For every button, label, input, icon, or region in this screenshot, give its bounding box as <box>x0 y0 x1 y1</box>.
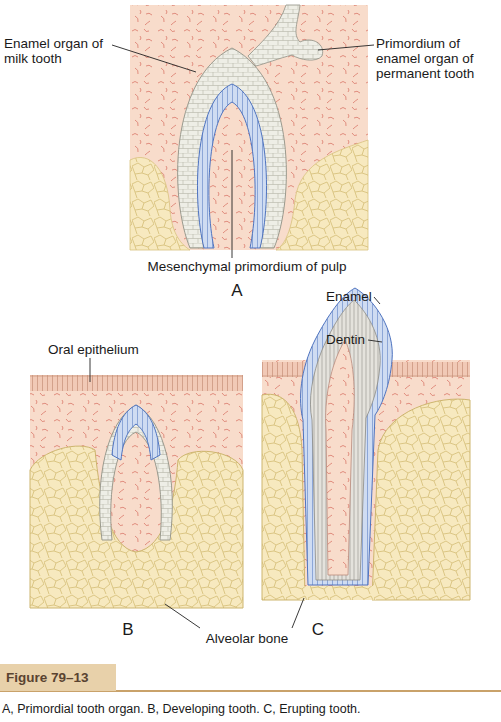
enamel-cap <box>112 405 160 460</box>
leader-line <box>318 45 374 50</box>
pulp <box>326 340 355 575</box>
structure-label: Oral epithelium <box>48 342 178 357</box>
alveolar-bone <box>300 586 376 600</box>
connective-tissue <box>30 375 243 608</box>
structure-label: Dentin <box>326 332 386 347</box>
oral-epithelium <box>386 362 470 377</box>
leader-line <box>90 358 91 382</box>
structure-label: Primordium of enamel organ of permanent … <box>376 36 494 81</box>
leader-line <box>374 297 380 304</box>
panel-letter: B <box>113 622 143 637</box>
developing-bone <box>276 140 368 250</box>
structure-label: Mesenchymal primordium of pulp <box>117 259 377 274</box>
figure-number-box: Figure 79–13 <box>0 664 116 691</box>
enamel-layer <box>301 288 393 585</box>
leader-line <box>112 45 196 72</box>
dental-lamina <box>248 5 323 66</box>
enamel-organ <box>100 405 173 540</box>
structure-label: Enamel <box>326 289 386 304</box>
oral-epithelium <box>30 375 243 391</box>
structure-label: Alveolar bone <box>182 631 312 646</box>
leader-line <box>232 150 233 258</box>
structure-label: Enamel organ of milk tooth <box>4 36 104 66</box>
connective-tissue <box>130 5 368 250</box>
leader-line <box>165 604 200 628</box>
figure-number: Figure 79–13 <box>0 670 89 685</box>
alveolar-bone <box>372 399 470 600</box>
leader-line <box>292 598 304 628</box>
panel-letter: A <box>222 283 252 298</box>
figure-caption: A, Primordial tooth organ. B, Developing… <box>2 702 501 717</box>
panel-letter: C <box>303 622 333 637</box>
oral-epithelium <box>262 362 308 377</box>
alveolar-bone <box>30 446 243 608</box>
leader-line <box>368 340 382 342</box>
alveolar-bone <box>262 394 305 600</box>
